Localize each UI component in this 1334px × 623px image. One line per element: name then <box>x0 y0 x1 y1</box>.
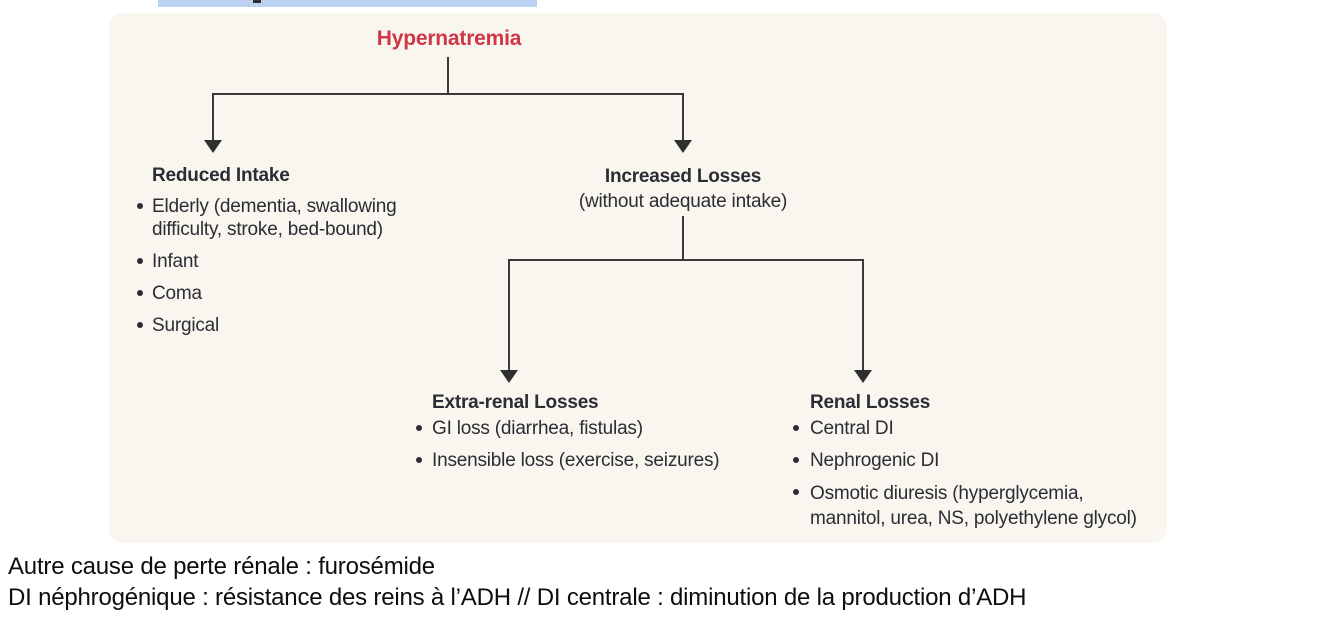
connector-increased-stem <box>682 216 684 261</box>
list-item: Insensible loss (exercise, seizures) <box>415 449 725 472</box>
renal-heading: Renal Losses <box>810 392 931 413</box>
note-line: DI néphrogénique : résistance des reins … <box>8 584 1027 611</box>
extra-renal-list: GI loss (diarrhea, fistulas) Insensible … <box>415 417 725 472</box>
connector-left1-vertical <box>212 93 214 141</box>
list-item: Nephrogenic DI <box>792 449 1142 472</box>
connector-right2-vertical <box>862 259 864 371</box>
list-item: GI loss (diarrhea, fistulas) <box>415 417 725 440</box>
arrowhead-extra-renal-icon <box>500 370 518 383</box>
increased-losses-heading: Increased Losses <box>604 166 762 187</box>
flowchart-panel <box>109 13 1167 543</box>
increased-losses-node: Increased Losses (without adequate intak… <box>558 164 808 214</box>
arrowhead-reduced-intake-icon <box>204 140 222 153</box>
reduced-intake-heading: Reduced Intake <box>152 165 290 186</box>
notes-section: Autre cause de perte rénale : furosémide… <box>8 551 1328 613</box>
list-item: Elderly (dementia, swallowing difficulty… <box>136 195 418 241</box>
connector-level1-horizontal <box>212 93 684 95</box>
list-item: Coma <box>136 282 418 305</box>
highlighted-text-clipped <box>158 0 537 7</box>
connector-level2-horizontal <box>508 259 864 261</box>
extra-renal-losses-section: Extra-renal Losses GI loss (diarrhea, fi… <box>415 391 725 472</box>
arrowhead-renal-icon <box>854 370 872 383</box>
extra-renal-heading: Extra-renal Losses <box>432 392 599 413</box>
reduced-intake-section: Reduced Intake Elderly (dementia, swallo… <box>136 164 418 337</box>
reduced-intake-list: Elderly (dementia, swallowing difficulty… <box>136 195 418 337</box>
connector-left2-vertical <box>508 259 510 371</box>
connector-right1-vertical <box>682 93 684 141</box>
list-item: Central DI <box>792 417 1142 440</box>
renal-list: Central DI Nephrogenic DI Osmotic diures… <box>792 417 1142 531</box>
renal-losses-section: Renal Losses Central DI Nephrogenic DI O… <box>792 391 1142 531</box>
increased-losses-subheading: (without adequate intake) <box>578 191 788 212</box>
arrowhead-increased-losses-icon <box>674 140 692 153</box>
diagram-title: Hypernatremia <box>376 27 522 50</box>
connector-root-stem <box>447 57 449 94</box>
note-line: Autre cause de perte rénale : furosémide <box>8 553 435 580</box>
text-descender-mark <box>253 0 261 3</box>
list-item: Infant <box>136 250 418 273</box>
list-item: Surgical <box>136 314 418 337</box>
list-item: Osmotic diuresis (hyperglycemia, mannito… <box>792 481 1142 531</box>
